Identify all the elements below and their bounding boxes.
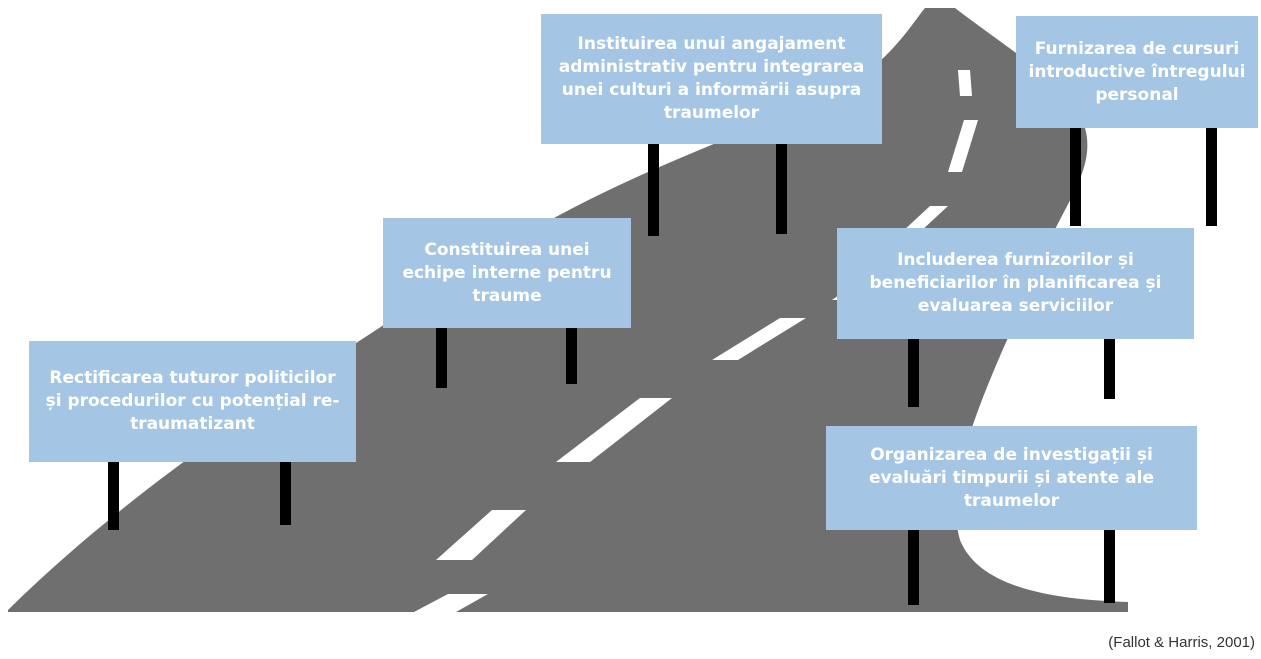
sign-post xyxy=(648,140,659,236)
sign-post xyxy=(776,140,787,234)
sign-post xyxy=(1104,525,1115,603)
lane-dash xyxy=(436,510,526,560)
sign-post xyxy=(280,455,291,525)
sign-post xyxy=(1070,120,1081,226)
lane-dash xyxy=(902,206,948,232)
sign-echipe-interne: Constituirea unei echipe interne pentru … xyxy=(383,218,631,328)
lane-dash xyxy=(712,318,806,360)
sign-angajament-administrativ: Instituirea unui angajament administrati… xyxy=(541,14,882,144)
sign-rectificarea-politicilor: Rectificarea tuturor politicilor și proc… xyxy=(29,341,356,462)
lane-dash xyxy=(958,70,972,96)
sign-cursuri-introductive: Furnizarea de cursuri introductive între… xyxy=(1016,16,1258,128)
sign-post xyxy=(908,525,919,605)
sign-post xyxy=(436,320,447,388)
sign-investigatii-evaluari: Organizarea de investigații și evaluări … xyxy=(826,426,1197,530)
citation: (Fallot & Harris, 2001) xyxy=(1108,634,1255,651)
sign-post xyxy=(1206,120,1217,226)
lane-dash xyxy=(556,398,672,462)
sign-post xyxy=(108,455,119,530)
lane-dash xyxy=(414,594,488,612)
sign-furnizori-beneficiari: Includerea furnizorilor și beneficiarilo… xyxy=(837,228,1194,339)
sign-post xyxy=(1104,335,1115,399)
sign-post xyxy=(566,320,577,384)
sign-post xyxy=(908,335,919,407)
lane-dash xyxy=(948,120,978,172)
